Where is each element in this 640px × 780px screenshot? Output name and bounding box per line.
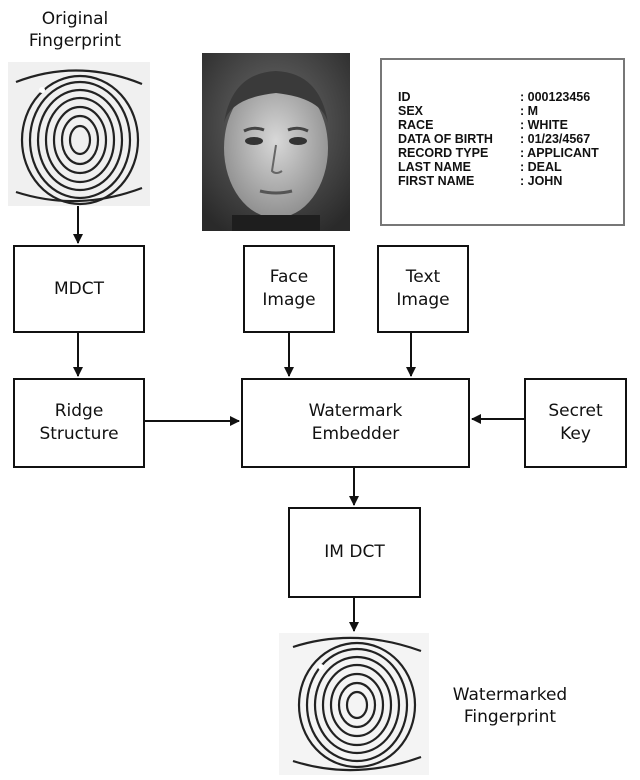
text-image-label-1: Text [405,267,441,287]
original-label-line1: Original [41,9,109,29]
record-row: ID : 000123456 [398,90,599,104]
original-label-line2: Fingerprint [28,31,122,51]
mdct-box: MDCT [13,245,145,333]
original-fingerprint-image [8,62,150,206]
record-key: DATA OF BIRTH [398,132,493,146]
record-key: RECORD TYPE [398,146,489,160]
ridge-structure-box: Ridge Structure [13,378,145,468]
embedder-label-2: Embedder [311,424,400,444]
imdct-box: IM DCT [288,507,421,598]
record-row: LAST NAME : DEAL [398,160,599,174]
record-value: : WHITE [520,118,568,132]
ridge-label-2: Structure [39,424,119,444]
record-value: : DEAL [520,160,562,174]
record-key: LAST NAME [398,160,471,174]
mdct-label: MDCT [53,278,104,299]
face-image-label-2: Image [262,290,316,310]
watermark-embedder-box: Watermark Embedder [241,378,470,468]
record-value: : APPLICANT [520,146,599,160]
record-key: ID [398,90,411,104]
secret-key-label-2: Key [560,424,591,444]
imdct-label: IM DCT [324,542,385,562]
watermarked-fingerprint-image [279,633,429,775]
text-image-box: Text Image [377,245,469,333]
secret-key-label-1: Secret [548,401,603,421]
secret-key-box: Secret Key [524,378,627,468]
record-value: : JOHN [520,174,563,188]
face-image-box: Face Image [243,245,335,333]
embedder-label-1: Watermark [308,401,403,421]
text-image-label-2: Image [396,290,450,310]
watermarked-label-line1: Watermarked [452,685,568,705]
record-row: RACE : WHITE [398,118,599,132]
record-value: : 01/23/4567 [520,132,591,146]
record-key: FIRST NAME [398,174,475,188]
watermarked-fingerprint-label: Watermarked Fingerprint [440,684,580,728]
record-row: DATA OF BIRTH : 01/23/4567 [398,132,599,146]
record-key: SEX [398,104,424,118]
original-fingerprint-label: Original Fingerprint [10,8,140,52]
watermarked-label-line2: Fingerprint [463,707,557,727]
record-row: SEX : M [398,104,599,118]
face-photo [202,53,350,231]
record-row: RECORD TYPE : APPLICANT [398,146,599,160]
face-image-label-1: Face [269,267,309,287]
record-value: : 000123456 [520,90,591,104]
record-value: : M [520,104,539,118]
ridge-label-1: Ridge [54,401,104,421]
record-key: RACE [398,118,434,132]
record-row: FIRST NAME : JOHN [398,174,599,188]
